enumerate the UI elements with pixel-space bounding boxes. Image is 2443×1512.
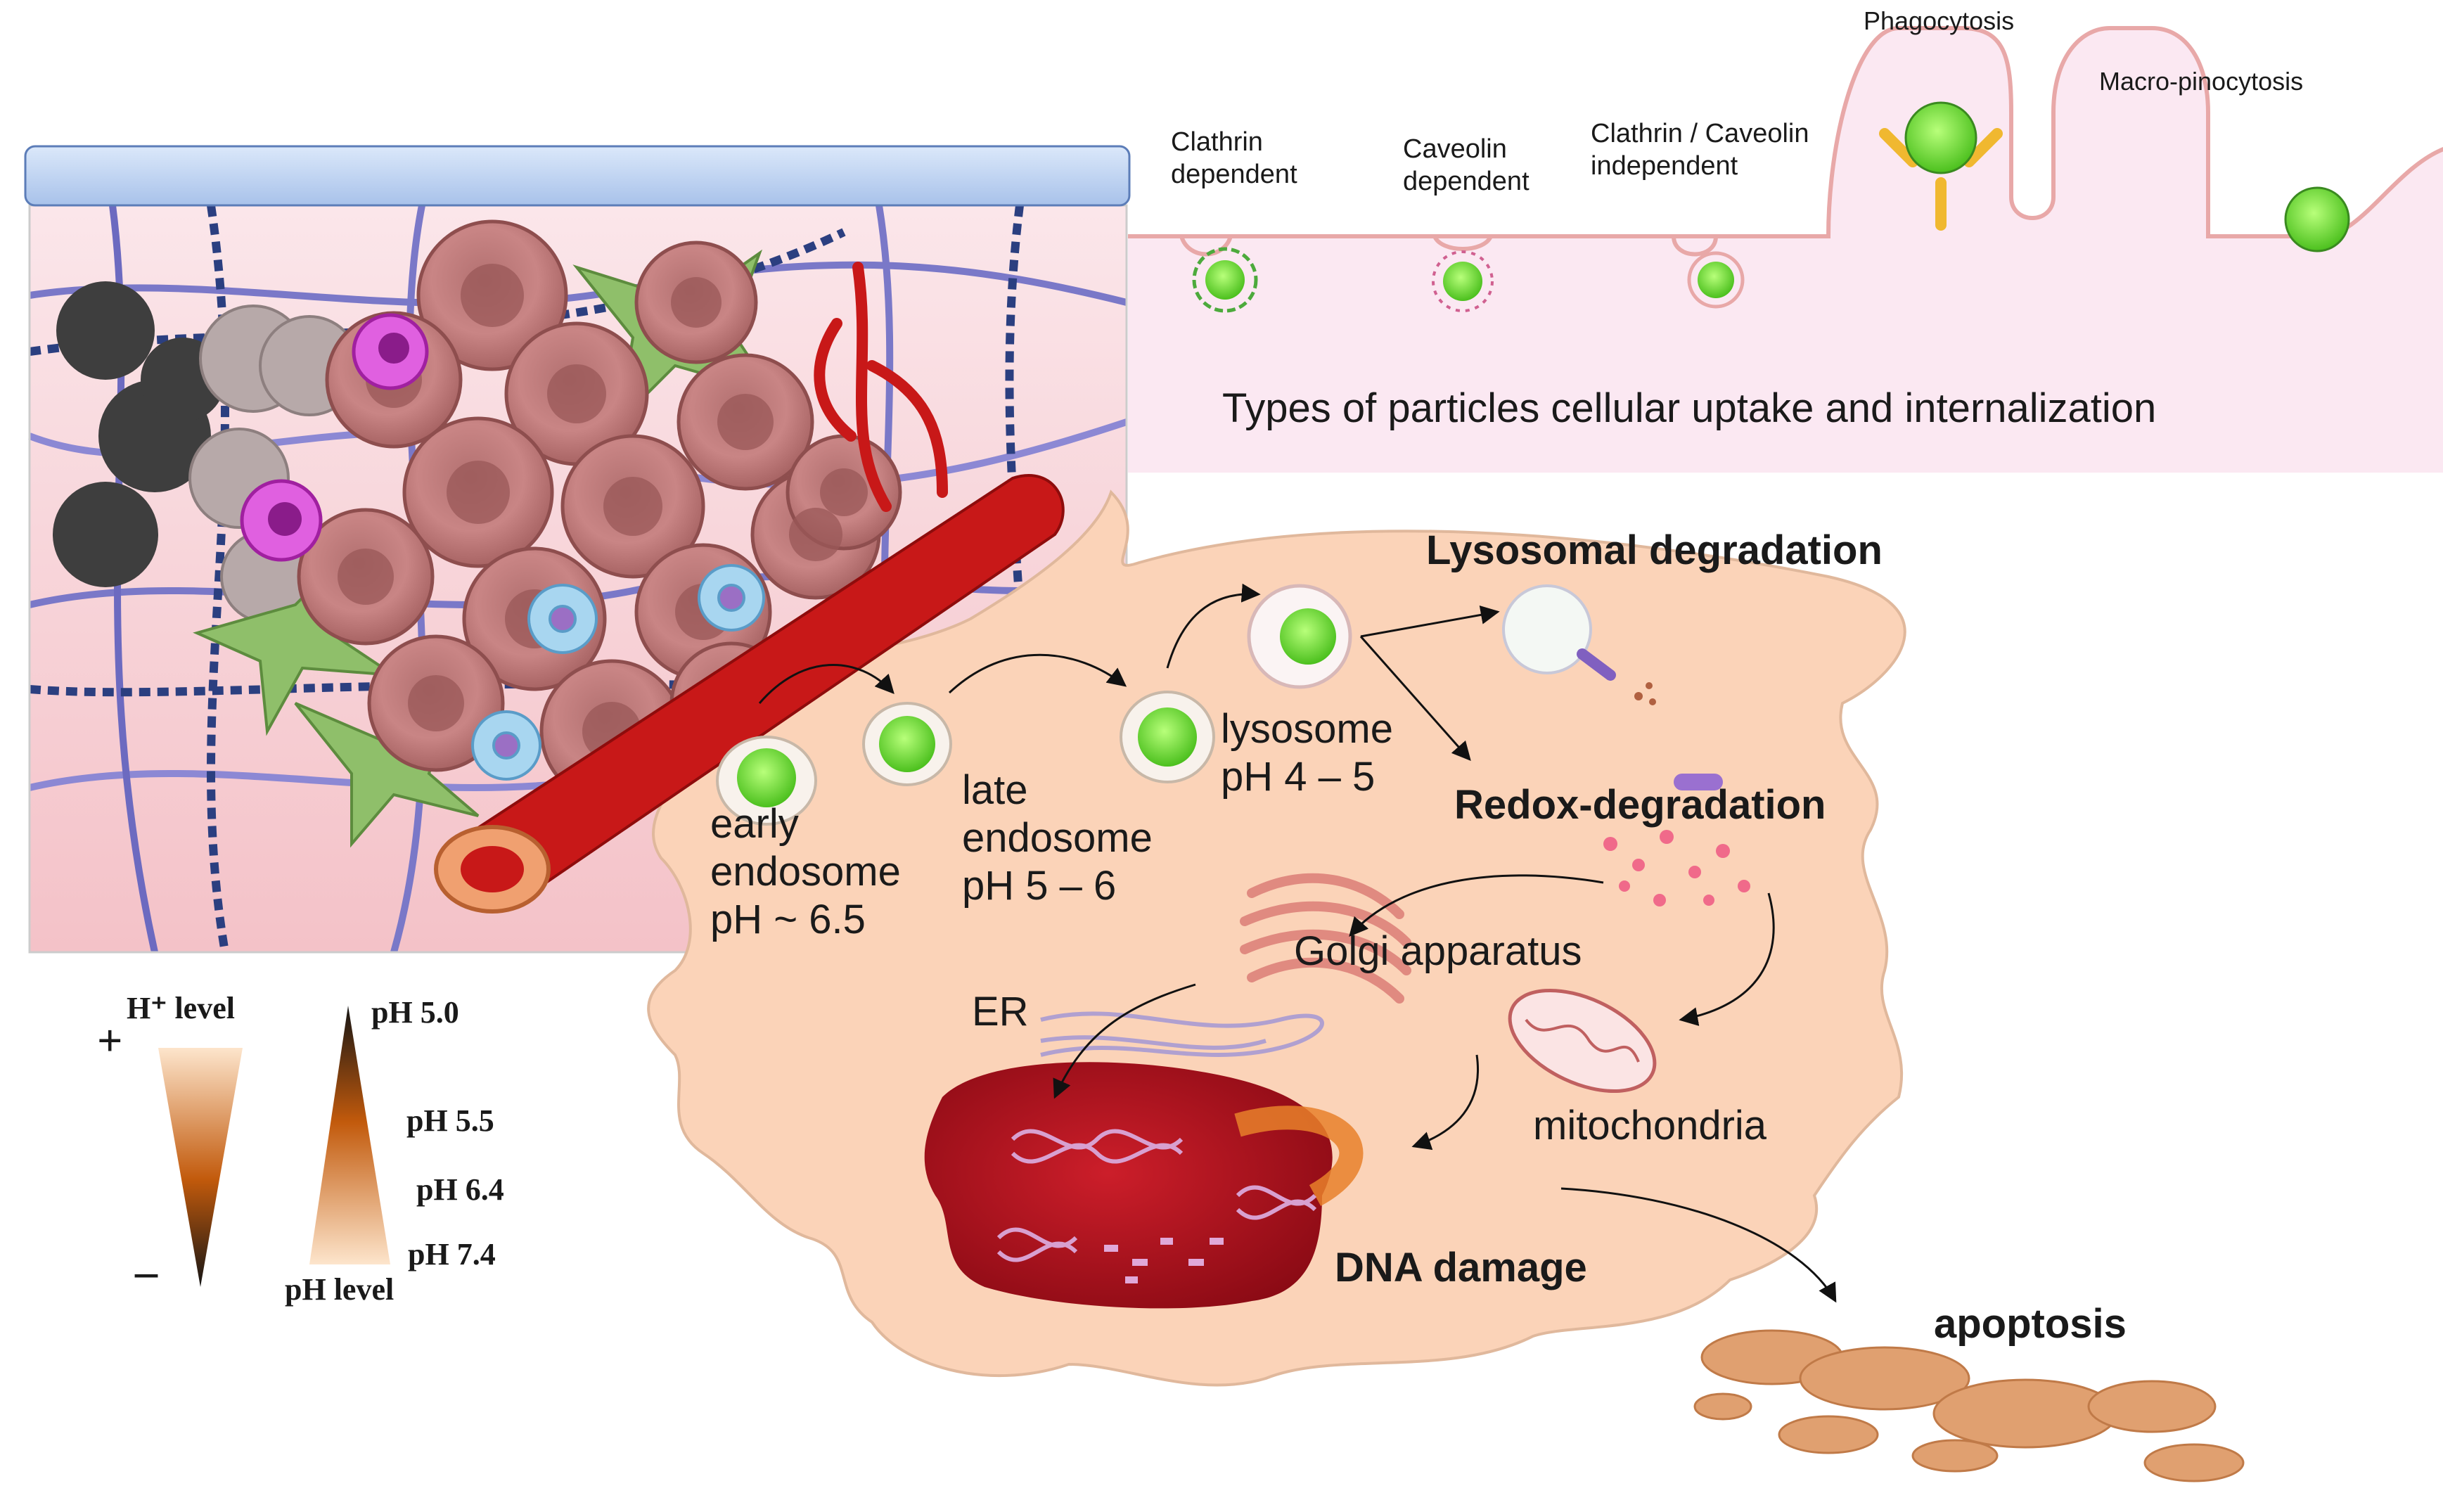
dna-helix xyxy=(996,1129,1317,1262)
ph-level-triangle xyxy=(309,1006,390,1264)
ph-value-6-4: pH 6.4 xyxy=(416,1172,504,1207)
early-endosome xyxy=(716,736,817,826)
phagocytosis-particle xyxy=(1879,101,2003,231)
early-endosome-label: early endosome pH ~ 6.5 xyxy=(710,801,901,942)
independent-vesicle xyxy=(1672,236,1745,309)
capillary-branches xyxy=(814,262,948,512)
minus-sign: – xyxy=(135,1246,158,1296)
redox-fragments xyxy=(1603,774,1750,906)
apoptosis-label: apoptosis xyxy=(1934,1301,2127,1347)
late-endosome-label: late endosome pH 5 – 6 xyxy=(962,767,1153,909)
golgi-label: Golgi apparatus xyxy=(1294,928,1582,974)
phagocytosis-label: Phagocytosis xyxy=(1864,6,2015,35)
blood-vessel xyxy=(434,474,1065,914)
clathrin-label: Clathrin dependent xyxy=(1171,127,1297,189)
caveolin-vesicle xyxy=(1432,235,1494,312)
lysosome-label: lysosome pH 4 – 5 xyxy=(1221,706,1393,800)
panel-header-bar xyxy=(24,145,1131,207)
necrotic-cells xyxy=(53,281,225,587)
dna-fragments xyxy=(1104,1238,1224,1283)
plus-sign: + xyxy=(97,1016,123,1065)
uptake-title: Types of particles cellular uptake and i… xyxy=(1222,385,2157,431)
late-endosome xyxy=(862,702,952,786)
caveolin-label: Caveolin dependent xyxy=(1403,134,1530,196)
lysosome-with-particle xyxy=(1247,584,1352,689)
ph-level-label: pH level xyxy=(285,1272,395,1307)
h-level-label: H⁺ level xyxy=(127,991,235,1025)
apoptotic-bodies xyxy=(1693,1329,2245,1482)
macropinocytosis-particle xyxy=(2284,186,2350,252)
lymphocyte-cells xyxy=(471,564,765,781)
degrading-lysosome xyxy=(1502,584,1656,705)
mitochondrion xyxy=(1508,988,1657,1094)
clathrin-vesicle xyxy=(1179,235,1258,313)
redox-degradation-label: Redox-degradation xyxy=(1454,782,1826,828)
macropinocytosis-label: Macro-pinocytosis xyxy=(2099,67,2304,96)
er-label: ER xyxy=(972,989,1029,1034)
ph-value-7-4: pH 7.4 xyxy=(408,1237,496,1271)
endoplasmic-reticulum xyxy=(1040,1011,1324,1057)
mitochondria-label: mitochondria xyxy=(1533,1103,1767,1148)
pathway-arrows xyxy=(758,583,1837,1303)
nucleus xyxy=(924,1062,1364,1309)
golgi-apparatus xyxy=(1240,873,1411,1004)
lysosomal-degradation-label: Lysosomal degradation xyxy=(1426,527,1883,573)
ph-value-5-5: pH 5.5 xyxy=(406,1103,494,1138)
ph-value-5-0: pH 5.0 xyxy=(371,995,459,1030)
independent-label: Clathrin / Caveolin independent xyxy=(1591,119,1809,181)
lysosome-vesicle xyxy=(1120,691,1215,783)
macrophage-cells xyxy=(240,313,429,562)
dna-damage-label: DNA damage xyxy=(1335,1245,1587,1290)
h-level-triangle xyxy=(158,1048,243,1287)
